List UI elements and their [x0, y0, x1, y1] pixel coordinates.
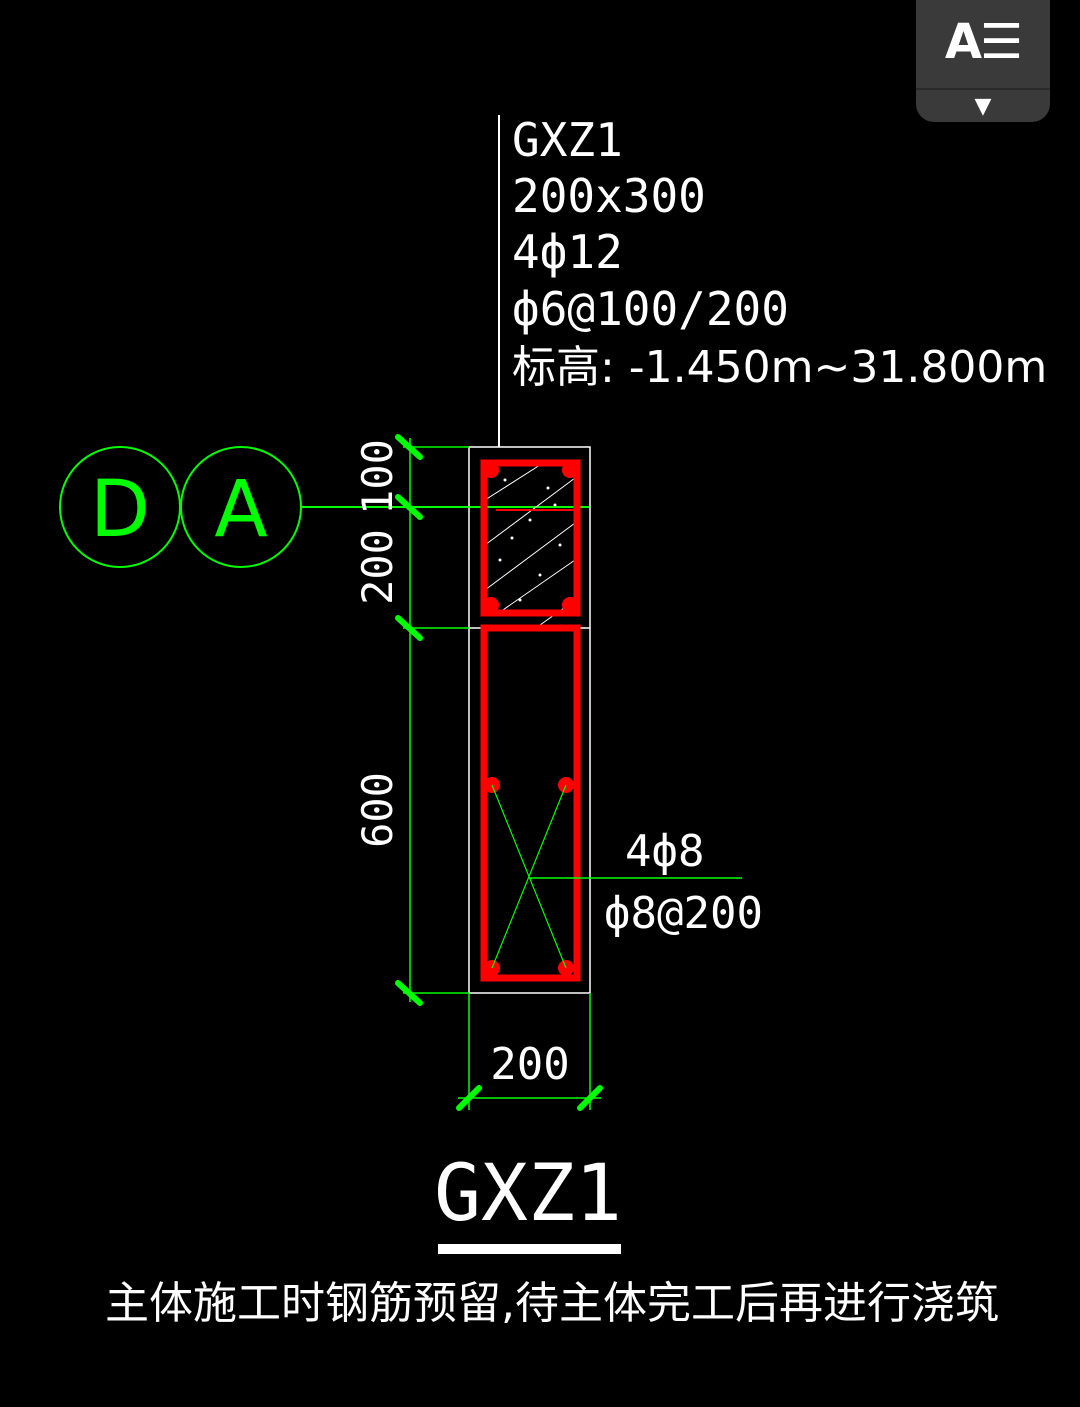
ae-divider [916, 88, 1050, 90]
lower-cross-ties [491, 784, 567, 969]
vertical-dimension [403, 438, 469, 1002]
lower-callout-stirrup: ф8@200 [604, 888, 763, 939]
tag-elevation: 标高: -1.450m~31.800m [512, 342, 1047, 393]
section-title-underline [438, 1244, 621, 1254]
upper-stirrup [480, 459, 581, 617]
tag-name: GXZ1 [512, 113, 623, 167]
axis-label-a: A [214, 465, 267, 555]
lower-callout-bars: 4ф8 [625, 826, 704, 877]
lower-stirrup [480, 624, 581, 982]
upper-rebar-bars [483, 462, 578, 613]
horizontal-dimension-ticks [456, 1085, 603, 1111]
dim-width: 200 [490, 1039, 569, 1090]
tag-stirrup: ф6@100/200 [512, 282, 789, 336]
horizontal-dimension [458, 993, 601, 1110]
tag-longitudinal: 4ф12 [512, 225, 623, 279]
dim-middle: 200 [353, 529, 402, 605]
ae-icon: A☰ [944, 14, 1023, 70]
dim-lower: 600 [353, 772, 402, 848]
vertical-dimension-ticks [395, 434, 423, 1006]
concrete-dots [498, 478, 562, 602]
column-outline [468, 446, 591, 994]
chevron-down-icon[interactable]: ▼ [974, 94, 992, 119]
section-title: GXZ1 [434, 1149, 622, 1239]
construction-note: 主体施工时钢筋预留,待主体完工后再进行浇筑 [105, 1278, 999, 1329]
text-style-button[interactable]: A☰ ▼ [916, 0, 1050, 122]
dim-top: 100 [353, 439, 402, 515]
tag-size: 200x300 [512, 169, 706, 223]
axis-label-d: D [90, 465, 150, 555]
